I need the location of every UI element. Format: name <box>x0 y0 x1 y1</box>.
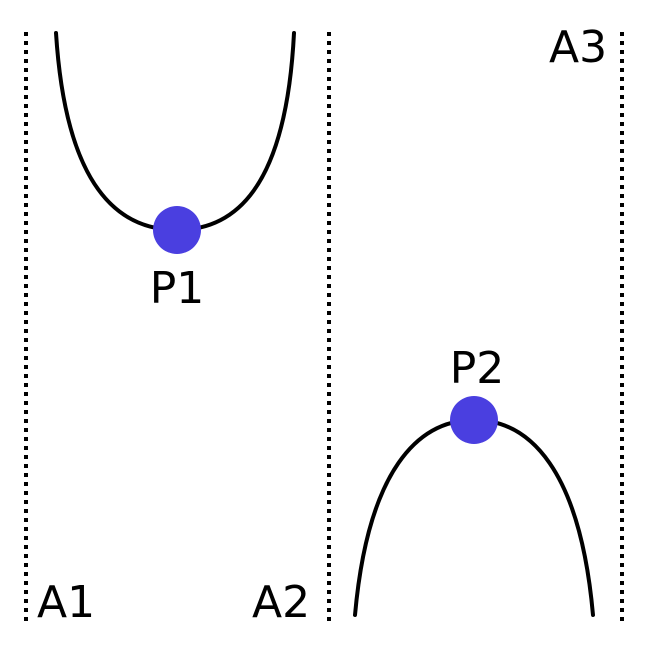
label-a3: A3 <box>549 22 607 73</box>
label-a2: A2 <box>252 577 310 628</box>
u-curve <box>54 31 296 233</box>
point-p2 <box>450 396 498 444</box>
label-a1: A1 <box>37 577 95 628</box>
inverted-u-curve <box>353 417 595 617</box>
label-p2: P2 <box>450 343 505 394</box>
point-p1 <box>153 206 201 254</box>
label-p1: P1 <box>150 263 205 314</box>
